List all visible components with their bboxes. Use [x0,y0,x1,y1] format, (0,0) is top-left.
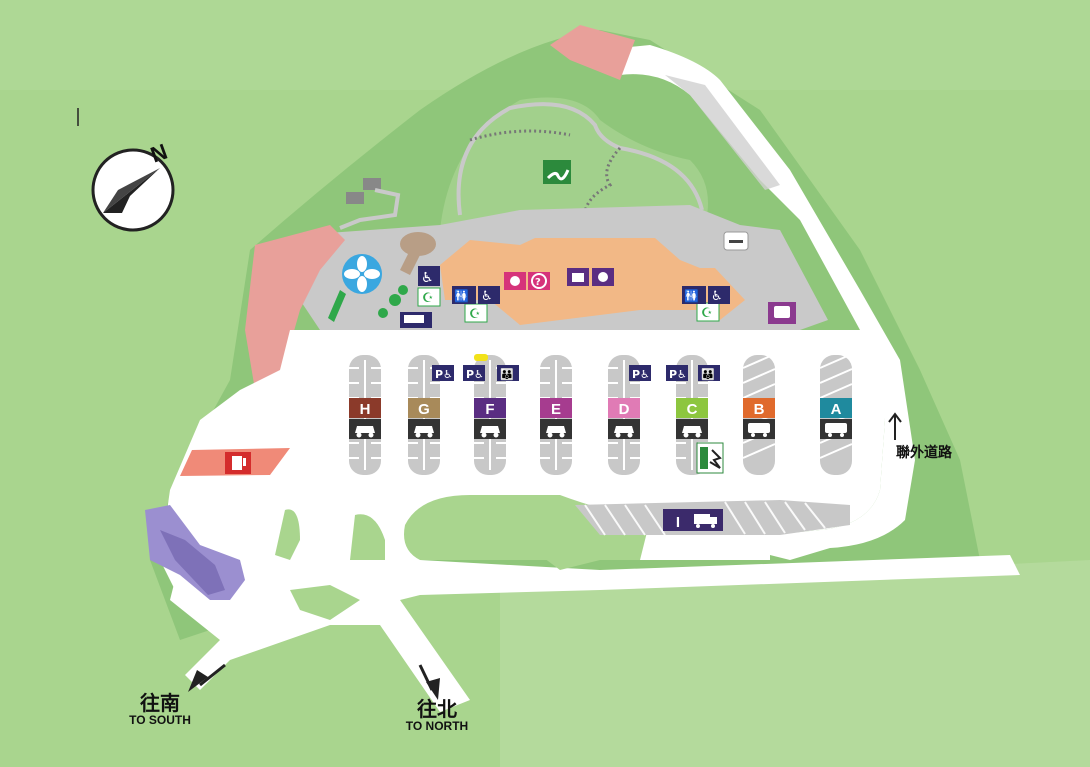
svg-text:P♿: P♿ [669,368,687,381]
svg-text:☪: ☪ [422,291,434,306]
truck-zone-I[interactable]: I [663,509,723,531]
smoking-area-icon [723,231,749,251]
wheelchair-icon: ♿ ♿ [478,286,730,304]
trail-icon [543,160,571,184]
truck-zone-letter: I [676,514,680,531]
zone-badge [676,398,708,418]
svg-text:P♿: P♿ [435,368,453,381]
zone-badge [608,398,640,418]
exit-north-en: TO NORTH [406,719,468,733]
north-arrow: N [91,139,175,232]
svg-text:🚻: 🚻 [454,289,469,303]
walking-trail [456,102,704,216]
fuel-station-icon [225,452,251,474]
svg-text:P♿: P♿ [466,368,484,381]
zone-badge [408,398,440,418]
access-road-label: 聯外道路 [896,444,953,461]
exit-roads [170,555,1020,712]
nursing-room-icon [504,272,526,290]
svg-text:♿: ♿ [481,289,493,304]
toilet-icon: 🚻 🚻 [452,286,706,304]
svg-text:♿: ♿ [711,289,723,304]
zone-letter: A [831,401,842,418]
exit-south[interactable]: 往南 TO SOUTH [129,663,226,727]
exit-north-zh: 往北 [417,697,457,721]
zone-badge [820,398,852,418]
parking-zone-e[interactable]: E [540,355,572,475]
svg-text:?: ? [535,277,541,288]
prayer-room-icon: ☪ ☪ ☪ [417,287,720,323]
zone-badge [349,398,381,418]
accessible-parking-icon: P♿ P♿ 👪 P♿ P♿ 👪 [432,365,720,381]
exit-south-en: TO SOUTH [129,713,191,727]
ev-charging-icon[interactable] [696,442,724,474]
top-building [550,25,635,80]
info-icon: ? [528,272,550,290]
exit-north[interactable]: 往北 TO NORTH [406,664,468,733]
parking-zone-a[interactable]: A [819,353,853,475]
parking-zone-b[interactable]: B [742,353,776,475]
zone-letter: D [619,401,630,418]
truck-icon [694,514,717,528]
gift-shop-icon [567,268,589,286]
access-road [600,45,915,560]
zone-badge [743,398,775,418]
zone-letter: H [360,401,371,418]
zone-letter: E [551,401,561,418]
svg-text:🚻: 🚻 [684,289,699,303]
van-icon [400,312,432,328]
zone-badge [474,398,506,418]
svg-text:👪: 👪 [500,368,514,381]
svg-text:♿: ♿ [421,270,434,286]
zone-badge [540,398,572,418]
exit-south-zh: 往南 [140,691,180,715]
zone-letter: B [754,401,765,418]
zone-letter: C [687,401,698,418]
left-building [245,225,345,390]
parking-zone-f[interactable]: F [474,355,506,475]
bus-stop-icon [768,302,796,324]
restaurant-icon [592,268,614,286]
svg-text:☪: ☪ [701,306,713,321]
svg-text:P♿: P♿ [632,368,650,381]
pavilion [400,232,436,256]
parking-zone-h[interactable]: H [349,355,381,475]
svg-text:☪: ☪ [469,307,481,322]
parking-zone-g[interactable]: G [408,355,440,475]
zone-letter: G [418,401,430,418]
fan-icon [342,254,382,294]
wheelchair-icon: ♿ [418,266,440,286]
zone-letter: F [485,401,494,418]
svg-text:👪: 👪 [701,368,715,381]
